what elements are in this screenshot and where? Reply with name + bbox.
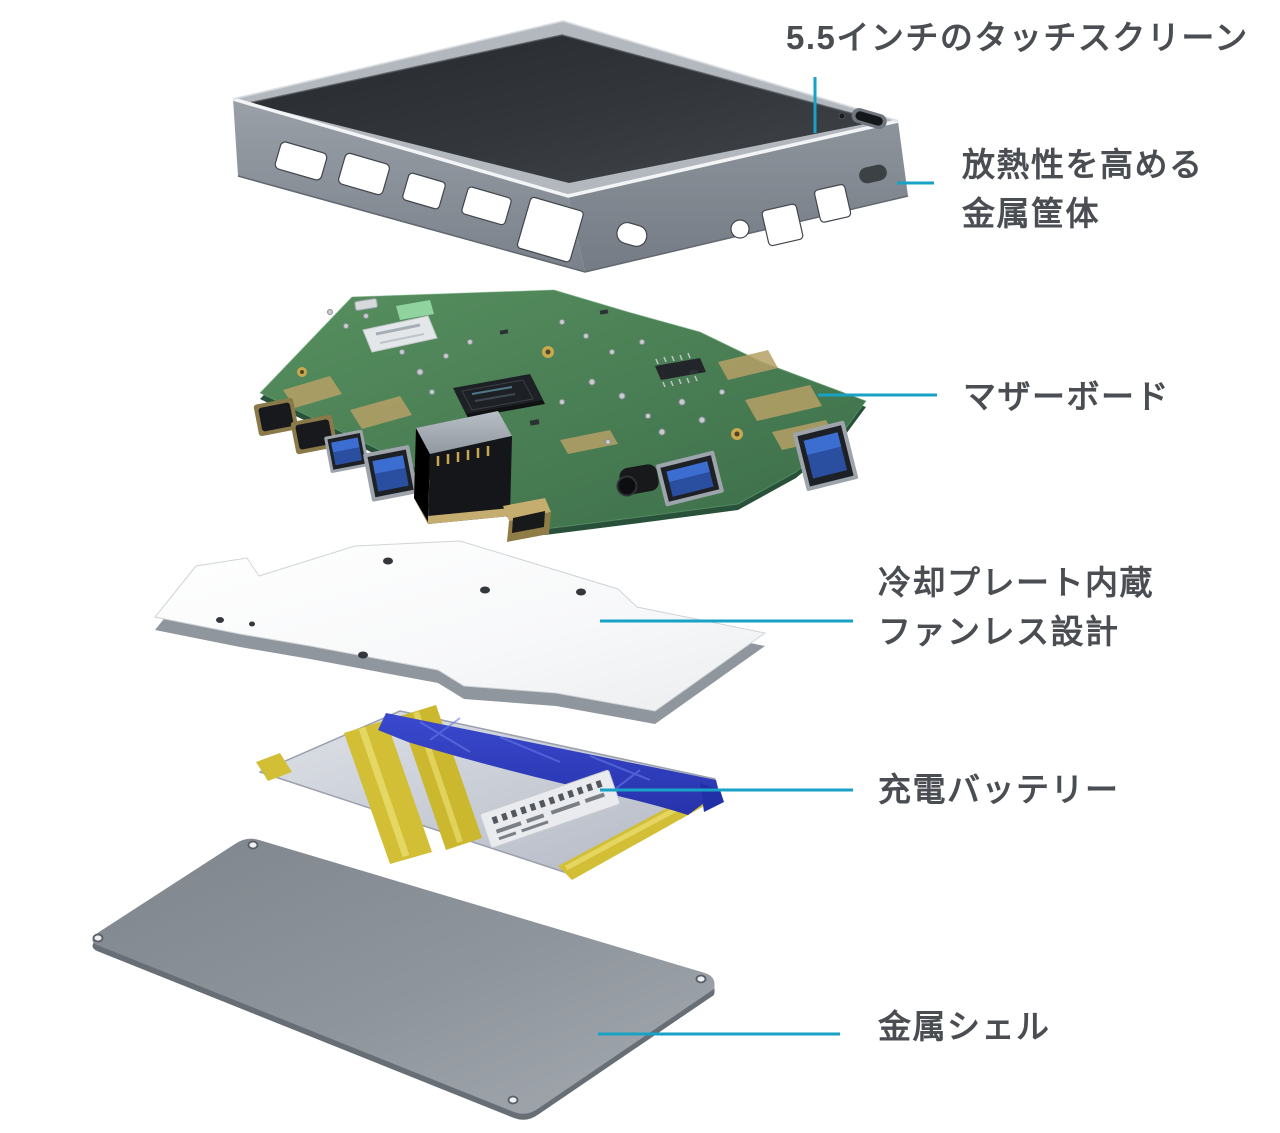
label-cooling-plate-line2: ファンレス設計 (878, 613, 1120, 650)
pill-cutout (616, 222, 648, 247)
touchscreen-case-image (232, 19, 909, 273)
battery-label (479, 769, 621, 849)
label-battery-text: 充電バッテリー (878, 771, 1120, 808)
case-front-port-cutouts (274, 141, 648, 263)
label-cooling-plate: 冷却プレート内蔵 ファンレス設計 (878, 558, 1154, 656)
label-metal-case-line2: 金属筐体 (962, 195, 1100, 232)
label-battery: 充電バッテリー (878, 765, 1120, 814)
white-sticker (362, 315, 438, 353)
usb-cutout (814, 184, 852, 223)
soc-chip (453, 374, 545, 418)
shell-screw-holes (92, 840, 707, 1105)
label-motherboard-text: マザーボード (963, 378, 1170, 415)
ethernet-cutout (516, 196, 584, 263)
label-motherboard: マザーボード (963, 372, 1170, 421)
usb-cutout (761, 203, 804, 247)
label-metal-case-line1: 放熱性を高める (962, 146, 1204, 183)
label-touchscreen-text: 5.5インチのタッチスクリーン (786, 19, 1249, 56)
ethernet-port (414, 411, 512, 524)
cooling-plate-image (154, 540, 767, 724)
usb-cutout (402, 172, 446, 210)
fpc-connector (354, 298, 378, 311)
metal-shell-image (92, 838, 715, 1120)
label-metal-case: 放熱性を高める 金属筐体 (962, 140, 1204, 238)
leader-lines (598, 77, 937, 1036)
case-right-face (568, 121, 908, 272)
hdmi-cutout (274, 141, 328, 181)
screen-inner-edge (248, 34, 881, 122)
yellow-tape-corner (256, 753, 292, 781)
hdmi-cutout (338, 152, 390, 196)
usb-ports-left (324, 429, 418, 502)
case-right-port-cutouts (730, 164, 887, 247)
case-bottom-edge (237, 175, 909, 273)
screw-holes (297, 346, 743, 440)
audio-jack-cutout (730, 219, 750, 239)
label-touchscreen: 5.5インチのタッチスクリーン (786, 13, 1249, 62)
battery-image (256, 705, 724, 880)
motherboard-image (253, 289, 867, 542)
audio-jack (616, 464, 659, 497)
plate-screw-holes (216, 557, 586, 659)
label-cooling-plate-line1: 冷却プレート内蔵 (878, 564, 1154, 601)
usb-ports-right (655, 420, 859, 507)
small-components (327, 298, 725, 445)
hdmi-port-front (503, 498, 551, 542)
usb-cutout (461, 186, 512, 226)
mic-hole (838, 112, 846, 120)
label-metal-shell-text: 金属シェル (878, 1008, 1051, 1045)
green-sticker (396, 300, 434, 320)
sd-slot-cutout (859, 164, 887, 184)
ic-chip (655, 352, 706, 388)
label-metal-shell: 金属シェル (878, 1002, 1051, 1051)
shell-top (92, 838, 715, 1114)
case-back-edge (232, 19, 899, 122)
camera-slot-icon (851, 108, 887, 130)
touchscreen-panel (249, 35, 880, 183)
case-edge-highlight (232, 97, 899, 198)
